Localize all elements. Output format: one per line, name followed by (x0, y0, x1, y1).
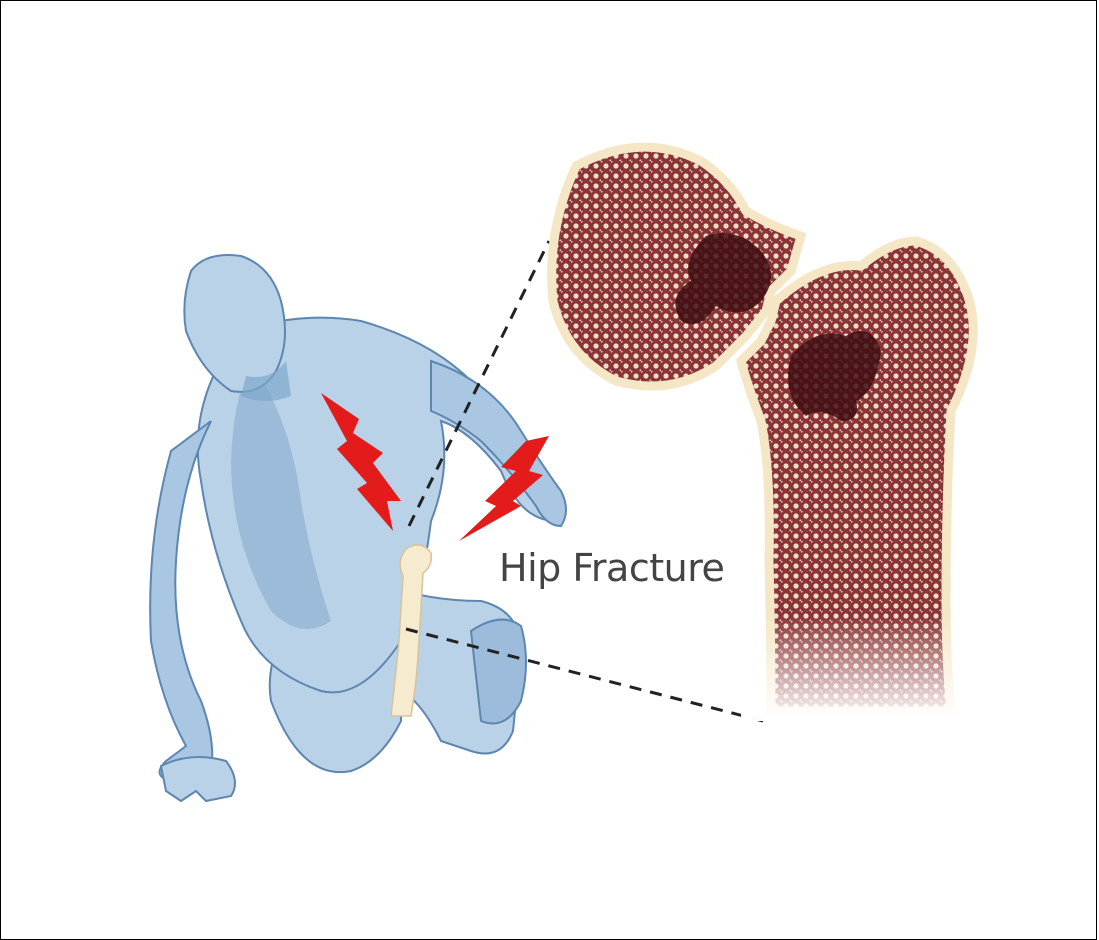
femur-bone-icon (552, 147, 1001, 721)
person-foot (471, 620, 526, 724)
hip-fracture-caption: Hip Fracture (499, 549, 724, 587)
femur-fade (741, 241, 1001, 721)
person-head (184, 255, 285, 392)
person-figure-icon (150, 255, 566, 801)
person-hand (161, 757, 235, 801)
